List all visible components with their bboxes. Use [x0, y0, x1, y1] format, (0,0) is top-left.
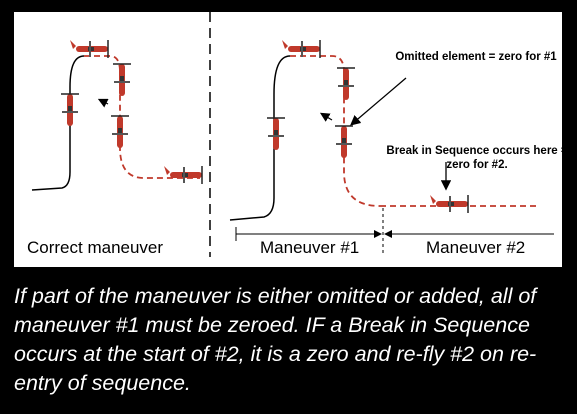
plane-icon: [110, 115, 130, 149]
plane-icon: [69, 39, 109, 59]
plane-icon: [163, 165, 203, 185]
m1-solid-path: [229, 55, 291, 221]
correct-dashed-path: [84, 55, 200, 179]
m1-dashed-path: [290, 55, 381, 207]
direction-arrow: [319, 112, 333, 122]
plane-icon: [334, 125, 354, 159]
correct-maneuver-label: Correct maneuver: [27, 238, 164, 257]
maneuver-diagram: [31, 12, 554, 257]
maneuver-1-label: Maneuver #1: [260, 238, 360, 257]
plane-icon: [266, 117, 286, 151]
plane-icon: [429, 194, 469, 214]
plane-icon: [112, 63, 132, 97]
omitted-element-note: Omitted element = zero for #1: [395, 51, 557, 63]
diagram-panel: Omitted element = zero for #1 Break in S…: [14, 12, 568, 267]
maneuver-2-label: Maneuver #2: [426, 238, 526, 257]
caption-text: If part of the maneuver is either omitte…: [14, 284, 537, 395]
direction-arrow: [97, 98, 109, 108]
plane-icon: [336, 67, 356, 101]
correct-solid-path: [31, 55, 85, 191]
omitted-pointer-arrow: [350, 77, 407, 126]
break-in-sequence-note: Break in Sequence occurs here = zero for…: [386, 145, 568, 171]
plane-icon: [60, 93, 80, 127]
